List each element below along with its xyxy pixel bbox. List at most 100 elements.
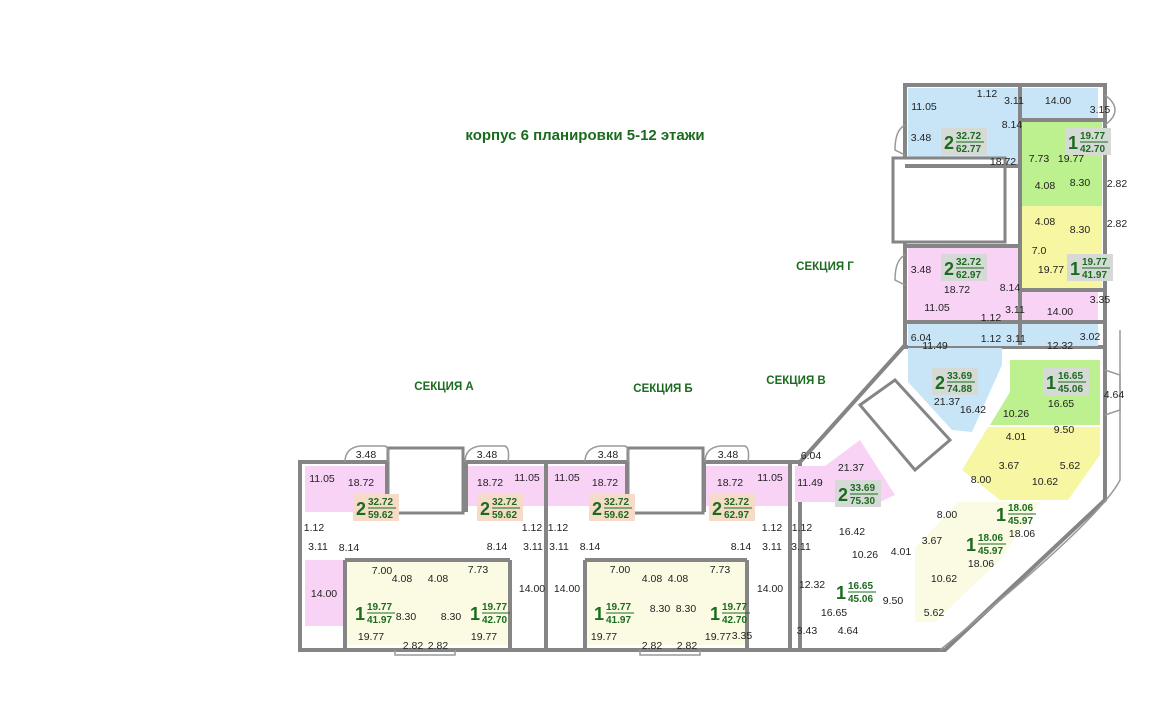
room-area: 3.11 [523,541,543,553]
room-area: 18.72 [592,477,618,489]
room-area: 1.12 [522,522,543,534]
total-area: 45.97 [1008,516,1033,527]
room-area: 3.43 [797,625,818,637]
room-count: 2 [838,485,848,505]
room-area: 14.00 [757,583,783,595]
room-area: 1.12 [548,522,569,534]
total-area: 59.62 [492,510,517,521]
room-area: 3.48 [718,449,739,461]
living-area: 16.65 [848,581,873,592]
room-area: 18.72 [990,156,1016,168]
total-area: 42.70 [1080,144,1105,155]
room-area: 8.30 [650,603,671,615]
room-area: 11.05 [514,472,540,484]
living-area: 32.72 [492,497,517,508]
apartment-fill [962,427,1100,500]
room-area: 2.82 [642,640,663,652]
room-area: 11.05 [924,302,950,314]
room-count: 1 [594,604,604,624]
room-area: 2.82 [1107,178,1128,190]
room-area: 3.15 [1090,104,1111,116]
total-area: 74.88 [947,384,972,395]
room-area: 7.73 [468,564,489,576]
living-area: 19.77 [722,602,747,613]
room-area: 2.82 [428,640,449,652]
room-area: 4.08 [1035,180,1056,192]
room-area: 8.14 [731,541,752,553]
room-area: 11.49 [797,477,823,489]
apartment-fill [585,560,747,645]
room-area: 19.77 [705,631,731,643]
room-count: 1 [1070,259,1080,279]
room-area: 3.48 [356,449,377,461]
section-a-label: СЕКЦИЯ А [414,381,473,393]
living-area: 33.69 [947,371,972,382]
room-area: 4.64 [838,625,859,637]
total-area: 62.97 [956,270,981,281]
room-area: 8.14 [487,541,508,553]
room-area: 3.48 [911,264,932,276]
living-area: 32.72 [956,131,981,142]
room-area: 8.30 [676,603,697,615]
room-area: 7.0 [1032,245,1047,257]
room-count: 2 [712,499,722,519]
apartment-fill [1022,88,1098,120]
room-area: 6.04 [801,450,822,462]
stair-core [891,156,1007,244]
room-area: 3.35 [1090,294,1111,306]
living-area: 18.06 [978,533,1003,544]
total-area: 75.30 [850,496,875,507]
room-area: 6.04 [911,332,932,344]
living-area: 18.06 [1008,503,1033,514]
room-area: 4.08 [642,573,663,585]
room-area: 9.50 [883,595,904,607]
room-count: 2 [480,499,490,519]
room-count: 2 [944,259,954,279]
apartment-fill [345,560,510,645]
room-area: 3.11 [1006,333,1026,345]
living-area: 33.69 [850,483,875,494]
room-area: 18.72 [717,477,743,489]
room-area: 14.00 [311,588,337,600]
room-area: 14.00 [1045,95,1071,107]
living-area: 16.65 [1058,371,1083,382]
room-count: 2 [935,373,945,393]
interior-walls [343,85,1105,650]
room-area: 1.12 [762,522,783,534]
room-area: 4.08 [392,573,413,585]
room-area: 19.77 [1058,153,1084,165]
room-area: 3.11 [549,541,569,553]
living-area: 19.77 [367,602,392,613]
apartment-fill [305,560,345,626]
room-area: 4.64 [1104,389,1125,401]
total-area: 62.97 [724,510,749,521]
total-area: 62.77 [956,144,981,155]
room-area: 3.11 [1005,304,1025,316]
balconies [344,94,1121,656]
room-area: 21.37 [934,396,960,408]
room-area: 1.12 [981,333,1002,345]
room-area: 16.42 [839,526,865,538]
room-area: 10.62 [1032,476,1058,488]
stair-core [857,378,953,473]
total-area: 45.97 [978,546,1003,557]
